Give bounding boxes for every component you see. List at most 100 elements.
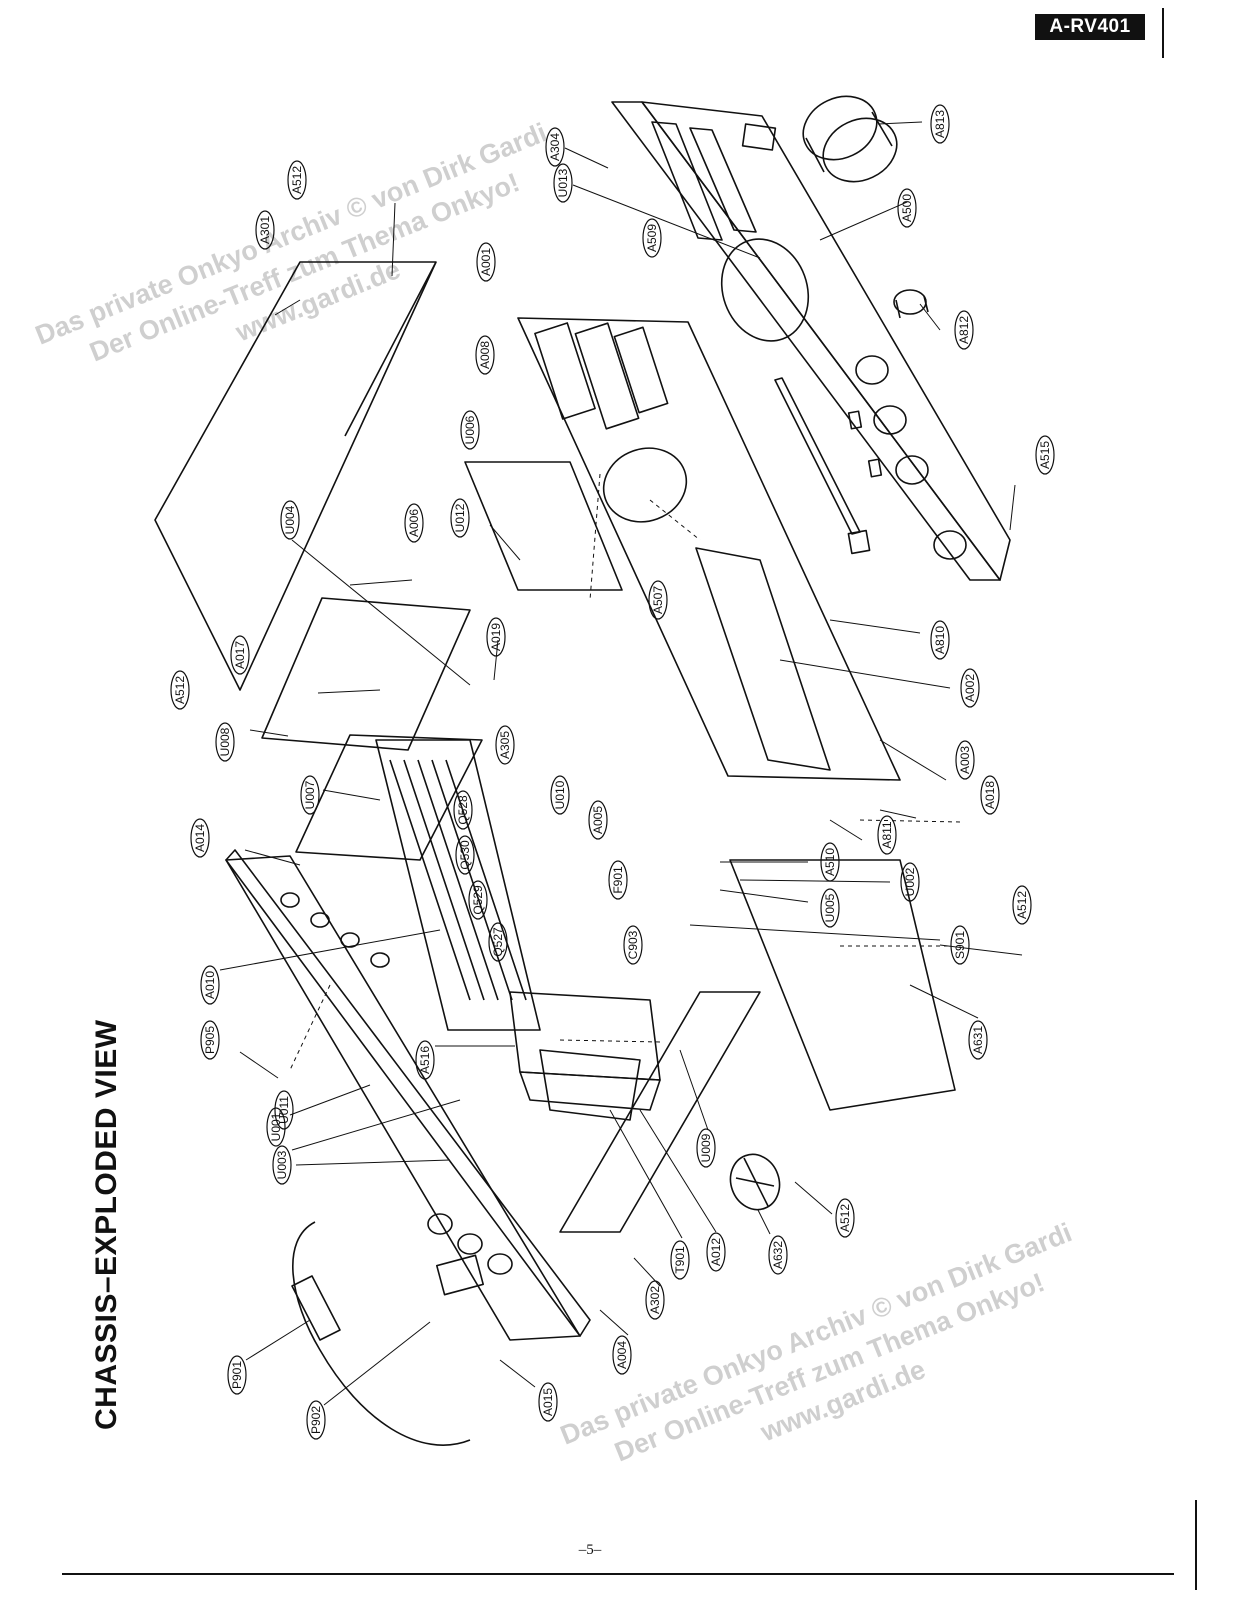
callout-a812: A812 — [954, 310, 974, 350]
callout-a015: A015 — [538, 1382, 558, 1422]
power-cord — [292, 1221, 471, 1446]
svg-text:A516: A516 — [418, 1046, 432, 1074]
svg-text:A002: A002 — [963, 674, 977, 702]
svg-text:U004: U004 — [283, 505, 297, 534]
callout-a001: A001 — [476, 242, 496, 282]
callout-u006: U006 — [460, 410, 480, 450]
svg-text:A006: A006 — [407, 509, 421, 537]
callout-a005: A005 — [588, 800, 608, 840]
svg-text:A810: A810 — [933, 626, 947, 654]
svg-text:U003: U003 — [275, 1150, 289, 1179]
svg-text:A305: A305 — [498, 731, 512, 759]
callout-u007: U007 — [300, 775, 320, 815]
svg-text:A512: A512 — [838, 1204, 852, 1232]
header-rule — [1162, 8, 1164, 58]
svg-text:Q527: Q527 — [491, 927, 505, 957]
svg-text:Q528: Q528 — [456, 795, 470, 825]
rear-panel — [225, 849, 591, 1341]
callout-q529: Q529 — [468, 880, 488, 920]
svg-text:Q529: Q529 — [471, 885, 485, 915]
callout-s901: S901 — [950, 925, 970, 965]
svg-text:A515: A515 — [1038, 441, 1052, 469]
power-transformer — [509, 991, 661, 1121]
svg-text:U011: U011 — [277, 1096, 291, 1124]
svg-text:A004: A004 — [615, 1341, 629, 1369]
callout-a811: A811 — [877, 815, 897, 855]
svg-text:A008: A008 — [478, 341, 492, 369]
svg-text:A001: A001 — [479, 248, 493, 276]
callout-q528: Q528 — [453, 790, 473, 830]
svg-text:A631: A631 — [971, 1026, 985, 1054]
svg-text:A018: A018 — [983, 781, 997, 809]
svg-text:A811: A811 — [880, 821, 894, 848]
svg-text:U001: U001 — [269, 1112, 283, 1141]
svg-text:A507: A507 — [651, 586, 665, 614]
svg-text:A813: A813 — [933, 110, 947, 138]
top-cover — [154, 261, 437, 691]
callout-a006: A006 — [404, 503, 424, 543]
svg-text:T901: T901 — [673, 1246, 687, 1274]
svg-text:A500: A500 — [900, 194, 914, 222]
callout-f901: F901 — [608, 860, 628, 900]
callout-a500: A500 — [897, 188, 917, 228]
svg-text:U006: U006 — [463, 415, 477, 444]
callout-a304: A304 — [545, 127, 565, 167]
svg-text:A509: A509 — [645, 224, 659, 252]
callout-u010: U010 — [550, 775, 570, 815]
callout-a512-right: A512 — [1012, 885, 1032, 925]
svg-text:A003: A003 — [958, 746, 972, 774]
svg-text:A010: A010 — [203, 971, 217, 999]
callout-a019: A019 — [486, 617, 506, 657]
svg-text:A632: A632 — [771, 1241, 785, 1269]
bottom-bracket — [559, 991, 761, 1233]
page-title: CHASSIS–EXPLODED VIEW — [90, 1019, 123, 1430]
svg-text:A012: A012 — [709, 1238, 723, 1266]
svg-text:C903: C903 — [626, 930, 640, 959]
callout-a305: A305 — [495, 725, 515, 765]
callout-q530: Q530 — [455, 835, 475, 875]
page-number: –5– — [578, 1542, 602, 1558]
callout-t901: T901 — [670, 1240, 690, 1280]
svg-text:A015: A015 — [541, 1388, 555, 1416]
callout-a507: A507 — [648, 580, 668, 620]
callout-a010: A010 — [200, 965, 220, 1005]
callout-a512-bottom: A512 — [835, 1198, 855, 1238]
callout-u005: U005 — [820, 888, 840, 928]
callout-a017: A017 — [230, 635, 250, 675]
callout-a512-left: A512 — [170, 670, 190, 710]
callout-q527: Q527 — [488, 922, 508, 962]
callout-c903: C903 — [623, 925, 643, 965]
callout-a810: A810 — [930, 620, 950, 660]
svg-text:P905: P905 — [203, 1026, 217, 1054]
power-plug — [291, 1275, 341, 1341]
svg-text:A302: A302 — [648, 1286, 662, 1314]
callout-a510: A510 — [820, 842, 840, 882]
svg-text:U013: U013 — [556, 168, 570, 197]
svg-text:A301: A301 — [258, 216, 272, 244]
svg-text:U002: U002 — [903, 867, 917, 896]
svg-text:U007: U007 — [303, 780, 317, 809]
amplifier-pcb — [261, 597, 541, 1031]
callout-a301: A301 — [255, 210, 275, 250]
callout-a002: A002 — [960, 668, 980, 708]
svg-text:A019: A019 — [489, 623, 503, 651]
svg-text:A304: A304 — [548, 133, 562, 161]
display-board — [464, 461, 623, 591]
svg-text:P901: P901 — [230, 1361, 244, 1389]
callout-a631: A631 — [968, 1020, 988, 1060]
svg-text:A512: A512 — [173, 676, 187, 704]
callout-u002: U002 — [900, 862, 920, 902]
front-panel — [611, 101, 1011, 581]
callout-u001: U001 — [266, 1107, 286, 1147]
svg-text:U005: U005 — [823, 893, 837, 922]
right-chassis-plate — [729, 859, 956, 1111]
svg-text:U010: U010 — [553, 780, 567, 809]
callout-u012: U012 — [450, 498, 470, 538]
svg-text:A017: A017 — [233, 641, 247, 669]
margin-rule — [1195, 1500, 1197, 1590]
callout-u008: U008 — [215, 722, 235, 762]
callout-a018: A018 — [980, 775, 1000, 815]
callout-p901: P901 — [227, 1355, 247, 1395]
svg-text:A014: A014 — [193, 824, 207, 852]
